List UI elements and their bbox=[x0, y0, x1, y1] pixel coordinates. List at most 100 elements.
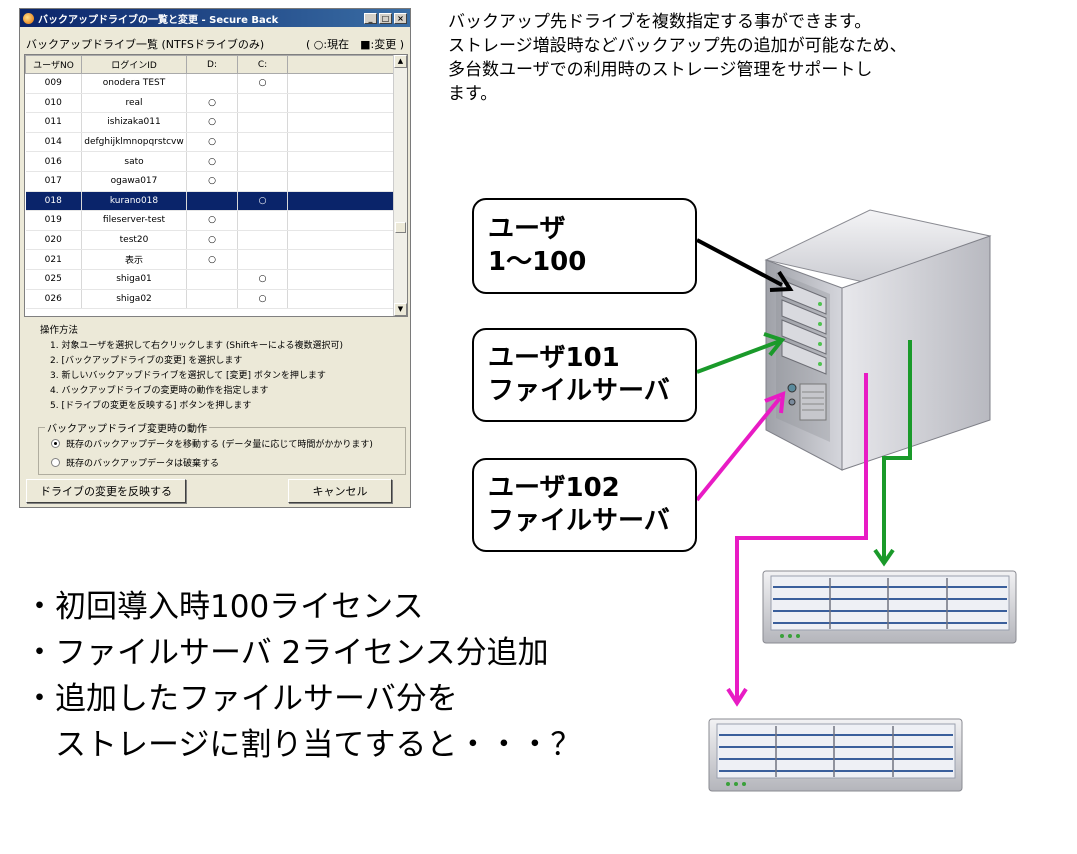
minimize-button[interactable]: _ bbox=[364, 12, 377, 24]
scroll-down-icon[interactable]: ▼ bbox=[394, 303, 407, 316]
cell-id: kurano018 bbox=[81, 191, 187, 212]
window-title: バックアップドライブの一覧と変更 - Secure Back bbox=[38, 14, 279, 26]
box-line: ユーザ bbox=[488, 214, 566, 244]
box-user-101: ユーザ101 ファイルサーバ bbox=[472, 328, 697, 422]
cell-c: ○ bbox=[237, 73, 288, 94]
maximize-button[interactable]: □ bbox=[379, 12, 392, 24]
radio-icon[interactable] bbox=[51, 439, 60, 448]
bullet-item: ・ファイルサーバ 2ライセンス分追加 bbox=[24, 635, 549, 671]
scroll-up-icon[interactable]: ▲ bbox=[394, 55, 407, 68]
column-header[interactable]: ログインID bbox=[81, 55, 187, 74]
box-line: 1～100 bbox=[488, 247, 587, 277]
storage-icon bbox=[708, 718, 963, 792]
column-header[interactable]: ユーザNO bbox=[25, 55, 82, 74]
cell-d bbox=[186, 191, 238, 212]
bullet-item: ストレージに割り当てすると・・・？ bbox=[24, 727, 582, 763]
cell-no: 018 bbox=[25, 191, 82, 212]
column-header[interactable]: C: bbox=[237, 55, 288, 74]
box-user-1-100: ユーザ 1～100 bbox=[472, 198, 697, 294]
instruction-step: 4. バックアップドライブの変更時の動作を指定します bbox=[50, 386, 269, 396]
cell-d: ○ bbox=[186, 249, 238, 270]
cell-id: ogawa017 bbox=[81, 171, 187, 192]
box-line: ユーザ102 bbox=[488, 473, 620, 503]
cell-d bbox=[186, 269, 238, 290]
cell-d: ○ bbox=[186, 93, 238, 114]
storage-icon bbox=[762, 570, 1017, 644]
arrow-user-102 bbox=[695, 390, 786, 502]
cell-d: ○ bbox=[186, 210, 238, 231]
bullet-item: ・初回導入時100ライセンス bbox=[24, 589, 424, 625]
app-icon bbox=[23, 12, 34, 24]
cell-no: 021 bbox=[25, 249, 82, 270]
instructions-title: 操作方法 bbox=[40, 325, 79, 336]
cell-id: shiga01 bbox=[81, 269, 187, 290]
bullet-list: ・初回導入時100ライセンス ・ファイルサーバ 2ライセンス分追加 ・追加したフ… bbox=[24, 584, 581, 768]
arrow-server-to-storage-1 bbox=[873, 340, 912, 567]
cell-d bbox=[186, 73, 238, 94]
cell-no: 014 bbox=[25, 132, 82, 153]
cell-d: ○ bbox=[186, 112, 238, 133]
cell-c bbox=[237, 151, 288, 172]
cell-no: 017 bbox=[25, 171, 82, 192]
options-title: バックアップドライブ変更時の動作 bbox=[45, 420, 209, 435]
cell-c bbox=[237, 171, 288, 192]
cell-c bbox=[237, 93, 288, 114]
description-line: バックアップ先ドライブを複数指定する事ができます。 bbox=[448, 12, 872, 32]
cancel-button[interactable]: キャンセル bbox=[288, 479, 392, 503]
description-line: ストレージ増設時などバックアップ先の追加が可能なため、 bbox=[448, 36, 907, 56]
cell-c bbox=[237, 230, 288, 251]
description-line: 多台数ユーザでの利用時のストレージ管理をサポートし bbox=[448, 60, 873, 80]
instruction-step: 1. 対象ユーザを選択して右クリックします (Shiftキーによる複数選択可) bbox=[50, 341, 344, 351]
column-header[interactable]: D: bbox=[186, 55, 238, 74]
cell-id: real bbox=[81, 93, 187, 114]
cell-no: 010 bbox=[25, 93, 82, 114]
cell-no: 026 bbox=[25, 289, 82, 310]
cell-c bbox=[237, 132, 288, 153]
description: バックアップ先ドライブを複数指定する事ができます。 ストレージ増設時などバックア… bbox=[448, 10, 1068, 106]
instructions: 操作方法 1. 対象ユーザを選択して右クリックします (Shiftキーによる複数… bbox=[40, 323, 343, 414]
cell-d: ○ bbox=[186, 151, 238, 172]
change-behavior-group: バックアップドライブ変更時の動作 既存のバックアップデータを移動する (データ量… bbox=[38, 420, 406, 475]
option-label: 既存のバックアップデータを移動する (データ量に応じて時間がかかります) bbox=[66, 440, 373, 450]
table-scrollbar[interactable]: ▲ ▼ bbox=[393, 55, 407, 316]
scroll-thumb[interactable] bbox=[395, 222, 406, 233]
cell-id: 表示 bbox=[81, 249, 187, 270]
cell-c bbox=[237, 249, 288, 270]
option-move-data[interactable]: 既存のバックアップデータを移動する (データ量に応じて時間がかかります) bbox=[51, 437, 373, 450]
cell-c: ○ bbox=[237, 269, 288, 290]
list-title: バックアップドライブ一覧 (NTFSドライブのみ) bbox=[26, 38, 265, 51]
arrow-user-101 bbox=[696, 332, 786, 374]
close-button[interactable]: × bbox=[394, 12, 407, 24]
cell-no: 016 bbox=[25, 151, 82, 172]
arrow-server-to-storage-2 bbox=[726, 373, 868, 707]
drive-list-window: バックアップドライブの一覧と変更 - Secure Back _ □ × バック… bbox=[19, 8, 411, 508]
cell-c: ○ bbox=[237, 289, 288, 310]
cell-no: 019 bbox=[25, 210, 82, 231]
title-bar[interactable]: バックアップドライブの一覧と変更 - Secure Back _ □ × bbox=[20, 9, 410, 27]
cell-no: 009 bbox=[25, 73, 82, 94]
cell-d: ○ bbox=[186, 171, 238, 192]
option-discard-data[interactable]: 既存のバックアップデータは破棄する bbox=[51, 456, 219, 469]
cell-id: defghijklmnopqrstcvw bbox=[81, 132, 187, 153]
apply-button[interactable]: ドライブの変更を反映する bbox=[26, 479, 186, 503]
cell-id: fileserver-test bbox=[81, 210, 187, 231]
instruction-step: 2. [バックアップドライブの変更] を選択します bbox=[50, 356, 243, 366]
radio-icon[interactable] bbox=[51, 458, 60, 467]
box-line: ファイルサーバ bbox=[488, 376, 670, 406]
cell-no: 020 bbox=[25, 230, 82, 251]
instruction-step: 5. [ドライブの変更を反映する] ボタンを押します bbox=[50, 401, 252, 411]
